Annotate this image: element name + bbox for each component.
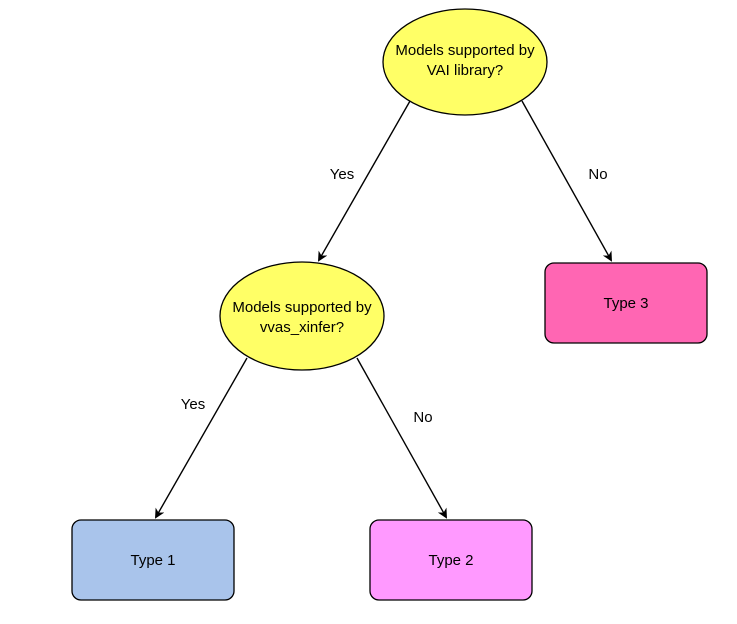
result-type-3[interactable]: Type 3: [544, 262, 708, 344]
result-type-2[interactable]: Type 2: [369, 519, 533, 601]
decision-vai-library[interactable]: Models supported by VAI library?: [382, 8, 548, 116]
result-type-2-label: Type 2: [428, 552, 473, 569]
result-type-1-box: [71, 519, 235, 601]
decision-vai-shape: [382, 8, 548, 116]
edge-label-vai-no: No: [588, 166, 607, 183]
result-type-3-box: [544, 262, 708, 344]
result-type-3-label: Type 3: [603, 295, 648, 312]
edge-vvas-yes: [155, 357, 248, 519]
decision-vai-line2: VAI library?: [427, 62, 503, 79]
edge-label-vai-yes: Yes: [330, 166, 354, 183]
result-type-2-box: [369, 519, 533, 601]
decision-vai-line1: Models supported by: [395, 42, 535, 59]
decision-vvas-xinfer[interactable]: Models supported by vvas_xinfer?: [219, 261, 385, 371]
edge-vvas-no: [356, 357, 447, 519]
decision-vvas-line1: Models supported by: [232, 299, 372, 316]
result-type-1-label: Type 1: [130, 552, 175, 569]
edge-label-vvas-yes: Yes: [181, 396, 205, 413]
edge-label-vvas-no: No: [413, 409, 432, 426]
edge-vai-no: [521, 100, 612, 262]
decision-vvas-shape: [219, 261, 385, 371]
decision-vvas-line2: vvas_xinfer?: [260, 319, 344, 336]
result-type-1[interactable]: Type 1: [71, 519, 235, 601]
edge-vai-yes: [318, 100, 411, 262]
